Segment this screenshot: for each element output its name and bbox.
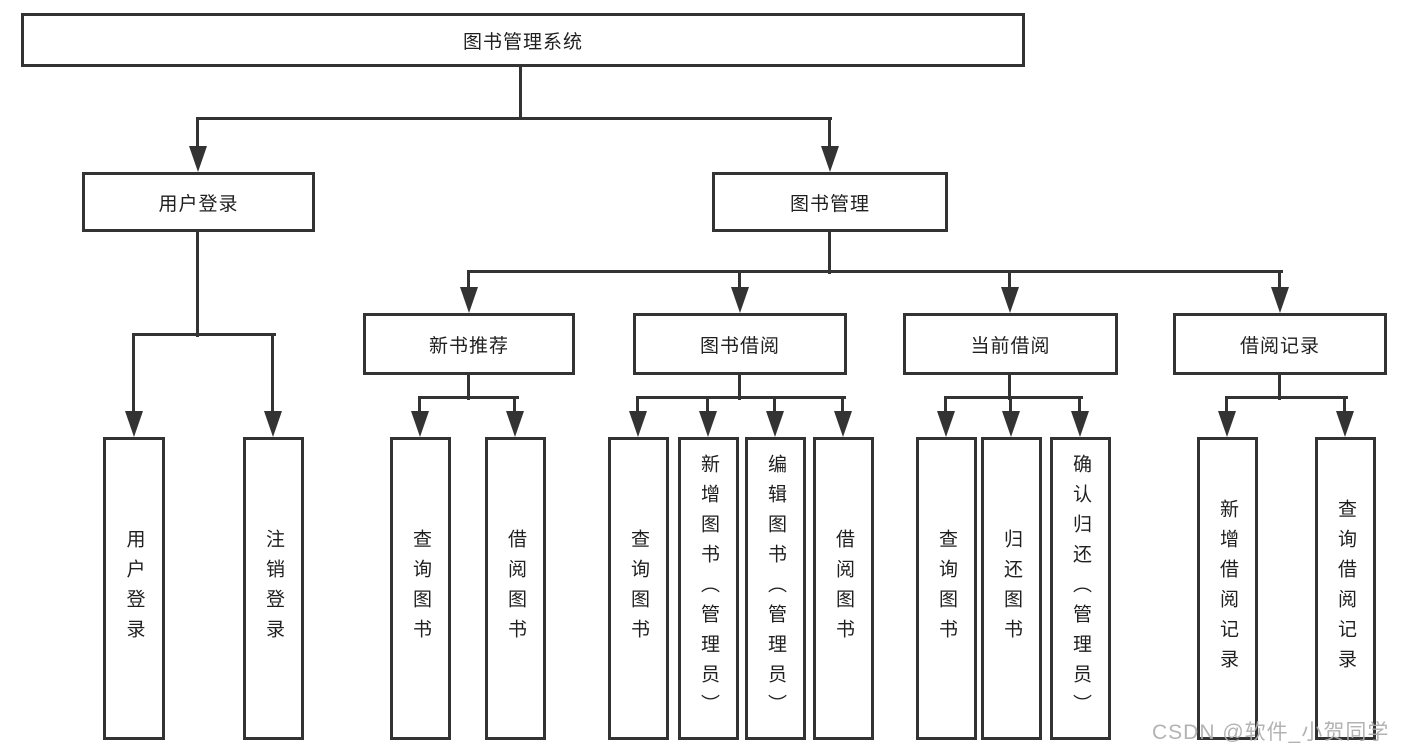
vertical-label: 借阅图书 <box>505 528 526 649</box>
vertical-label: 查询图书 <box>410 528 431 649</box>
leaf-logout: 注销登录 <box>243 437 304 740</box>
connector-current-hbar <box>944 396 1083 399</box>
leaf-add-borrow-record: 新增借阅记录 <box>1197 437 1258 740</box>
connector-borrowing-drop-2 <box>706 396 709 416</box>
arrow-down-icon <box>264 411 282 437</box>
connector-records-drop-2 <box>1343 396 1346 416</box>
node-label: 当前借阅 <box>970 335 1051 357</box>
leaf-add-books-admin: 新增图书（管理员） <box>678 437 739 740</box>
node-label: 新书推荐 <box>428 335 509 357</box>
leaf-return-books: 归还图书 <box>981 437 1042 740</box>
node-borrowing-records: 借阅记录 <box>1173 313 1387 375</box>
connector-current-drop-2 <box>1009 396 1012 416</box>
node-label: 用户登录 <box>158 193 239 215</box>
node-current-borrowing: 当前借阅 <box>903 313 1118 375</box>
connector-borrowing-drop-3 <box>773 396 776 416</box>
connector-user-login-drop-2 <box>271 333 274 415</box>
leaf-borrow-books: 借阅图书 <box>813 437 874 740</box>
vertical-label: 查询借阅记录 <box>1335 498 1356 679</box>
leaf-user-login: 用户登录 <box>103 437 165 740</box>
arrow-down-icon <box>1271 287 1289 313</box>
connector-root-drop-right <box>828 117 831 150</box>
connector-book-mgmt-hbar <box>467 270 1283 273</box>
arrow-down-icon <box>1001 287 1019 313</box>
connector-new-book-drop-1 <box>418 396 421 416</box>
leaf-query-books-borrowing: 查询图书 <box>608 437 669 740</box>
arrow-down-icon <box>1071 411 1089 437</box>
node-new-book-recommend: 新书推荐 <box>363 313 575 375</box>
csdn-watermark: CSDN @软件_小贺同学 <box>1152 721 1390 744</box>
leaf-query-borrow-record: 查询借阅记录 <box>1315 437 1376 740</box>
arrow-down-icon <box>189 146 207 172</box>
vertical-label: 新增借阅记录 <box>1217 498 1238 679</box>
connector-records-trunk <box>1278 375 1281 400</box>
connector-book-mgmt-drop-4 <box>1278 270 1281 292</box>
node-label: 图书管理 <box>789 193 870 215</box>
connector-current-trunk <box>1008 375 1011 400</box>
node-label: 借阅记录 <box>1239 335 1320 357</box>
connector-user-login-drop-1 <box>132 333 135 415</box>
node-library-system: 图书管理系统 <box>21 13 1025 67</box>
vertical-label: 归还图书 <box>1001 528 1022 649</box>
connector-book-mgmt-drop-2 <box>738 270 741 292</box>
connector-new-book-drop-2 <box>513 396 516 416</box>
connector-current-drop-1 <box>944 396 947 416</box>
vertical-label: 编辑图书（管理员） <box>765 453 786 724</box>
connector-records-hbar <box>1225 396 1348 399</box>
arrow-down-icon <box>731 287 749 313</box>
arrow-down-icon <box>937 411 955 437</box>
connector-records-drop-1 <box>1225 396 1228 416</box>
vertical-label: 查询图书 <box>628 528 649 649</box>
connector-borrowing-drop-4 <box>841 396 844 416</box>
leaf-edit-books-admin: 编辑图书（管理员） <box>745 437 806 740</box>
leaf-query-books-current: 查询图书 <box>916 437 977 740</box>
arrow-down-icon <box>766 411 784 437</box>
vertical-label: 查询图书 <box>936 528 957 649</box>
arrow-down-icon <box>1218 411 1236 437</box>
node-book-management: 图书管理 <box>712 172 948 232</box>
vertical-label: 注销登录 <box>263 528 284 649</box>
connector-book-mgmt-trunk <box>828 232 831 274</box>
connector-borrowing-hbar <box>636 396 846 399</box>
leaf-borrow-books-recommend: 借阅图书 <box>485 437 546 740</box>
connector-root-trunk <box>519 67 522 119</box>
vertical-label: 借阅图书 <box>833 528 854 649</box>
connector-user-login-hbar <box>132 333 276 336</box>
leaf-query-books-recommend: 查询图书 <box>390 437 451 740</box>
vertical-label: 确认归还（管理员） <box>1070 453 1091 724</box>
arrow-down-icon <box>834 411 852 437</box>
connector-root-hbar <box>196 117 832 120</box>
arrow-down-icon <box>125 411 143 437</box>
arrow-down-icon <box>460 287 478 313</box>
arrow-down-icon <box>1002 411 1020 437</box>
vertical-label: 用户登录 <box>123 528 145 649</box>
leaf-confirm-return-admin: 确认归还（管理员） <box>1050 437 1111 740</box>
arrow-down-icon <box>411 411 429 437</box>
node-user-login: 用户登录 <box>82 172 315 232</box>
connector-user-login-trunk <box>196 232 199 337</box>
connector-book-mgmt-drop-1 <box>467 270 470 292</box>
connector-borrowing-drop-1 <box>636 396 639 416</box>
node-label: 图书借阅 <box>699 335 780 357</box>
arrow-down-icon <box>1336 411 1354 437</box>
arrow-down-icon <box>821 146 839 172</box>
node-label: 图书管理系统 <box>462 31 583 53</box>
node-book-borrowing: 图书借阅 <box>633 313 847 375</box>
connector-root-drop-left <box>196 117 199 150</box>
connector-borrowing-trunk <box>738 375 741 400</box>
connector-current-drop-3 <box>1078 396 1081 416</box>
arrow-down-icon <box>506 411 524 437</box>
connector-book-mgmt-drop-3 <box>1008 270 1011 292</box>
connector-new-book-trunk <box>467 375 470 400</box>
connector-new-book-hbar <box>418 396 519 399</box>
arrow-down-icon <box>699 411 717 437</box>
arrow-down-icon <box>629 411 647 437</box>
vertical-label: 新增图书（管理员） <box>698 453 719 724</box>
